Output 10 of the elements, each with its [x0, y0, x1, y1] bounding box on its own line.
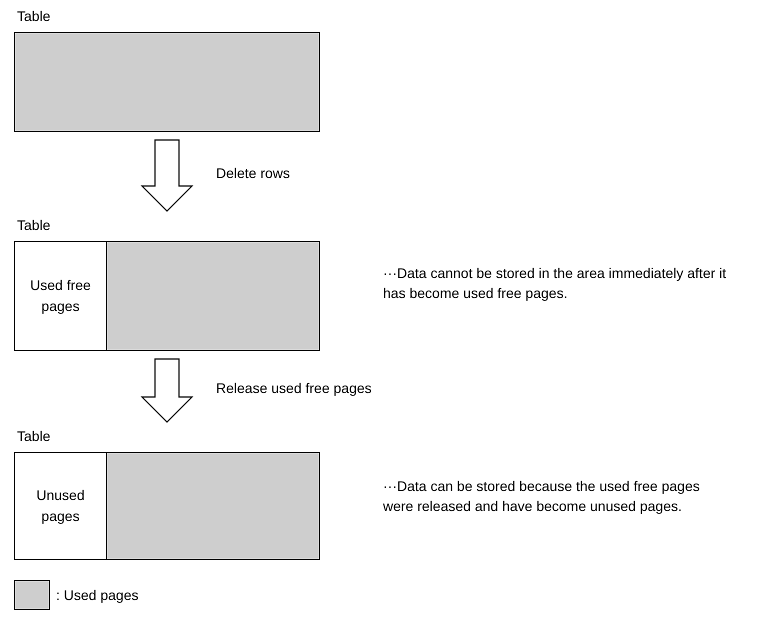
note-text: ···Data cannot be stored in the area immediately after it has become used free pages. [383, 264, 728, 303]
hollow-down-arrow [140, 139, 194, 212]
free-area-box: Used free pages [15, 242, 107, 350]
note-text: ···Data can be stored because the used free pages were released and have become unused pages. [383, 477, 701, 516]
table-heading: Table [16, 427, 52, 446]
table-heading: Table [16, 216, 52, 235]
legend-text: : Used pages [56, 586, 138, 605]
free-area-box: Unused pages [15, 453, 107, 559]
table-heading: Table [16, 7, 52, 26]
hollow-down-arrow [140, 358, 194, 423]
